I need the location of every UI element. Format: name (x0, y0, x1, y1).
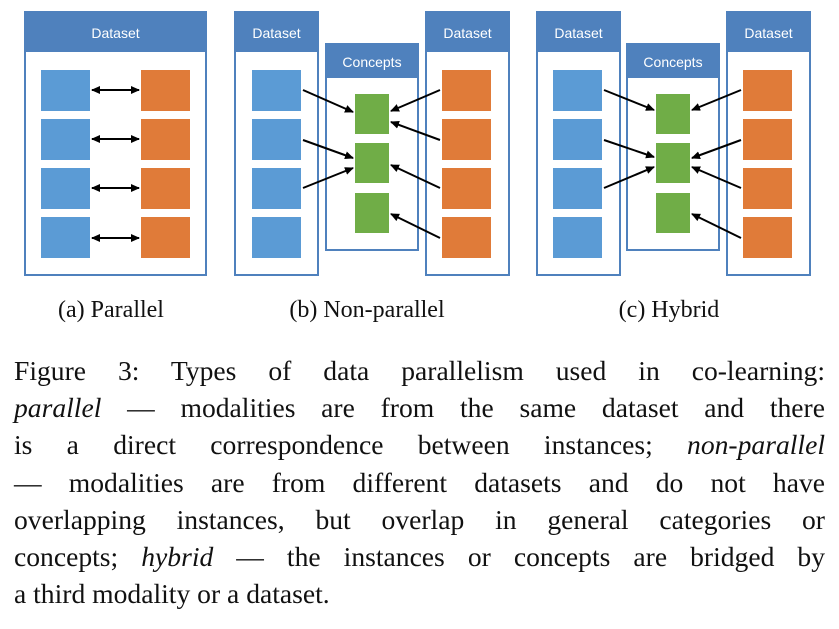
arrow (691, 213, 742, 239)
orange-instance (442, 119, 491, 160)
blue-instance (41, 217, 90, 258)
right-dataset-header (727, 12, 810, 52)
orange-instance (141, 168, 190, 209)
concepts-header (627, 44, 719, 78)
blue-instance (553, 217, 602, 258)
right-dataset-label: Dataset (443, 25, 491, 41)
left-dataset-label: Dataset (252, 25, 300, 41)
blue-instance (252, 217, 301, 258)
blue-instance (41, 70, 90, 111)
arrow (390, 164, 441, 189)
orange-instance (442, 217, 491, 258)
blue-instance (553, 119, 602, 160)
blue-instance (553, 70, 602, 111)
caption-line: parallel — modalities are from the same … (14, 389, 825, 426)
caption-emphasis: non-parallel (687, 429, 825, 461)
orange-instance (141, 70, 190, 111)
orange-instance (141, 217, 190, 258)
concepts-header (326, 44, 418, 78)
right-dataset-label: Dataset (744, 25, 792, 41)
concept-node (355, 193, 389, 233)
concepts-label: Concepts (342, 54, 401, 70)
left-dataset-label: Dataset (554, 25, 602, 41)
orange-instance (743, 70, 792, 111)
caption-line: is a direct correspondence between insta… (14, 426, 825, 463)
arrow (302, 89, 354, 113)
concept-node (355, 94, 389, 134)
arrow (691, 139, 742, 159)
caption-line: Figure 3: Types of data parallelism used… (14, 355, 825, 386)
orange-instance (442, 168, 491, 209)
caption-text: — the instances or concepts are bridged … (213, 541, 825, 573)
caption-line: overlapping instances, but overlap in ge… (14, 503, 825, 535)
panel-caption: (b) Non-parallel (289, 297, 445, 323)
concept-node (656, 193, 690, 233)
arrow (691, 166, 742, 189)
blue-instance (553, 168, 602, 209)
caption-text: is a direct correspondence between insta… (14, 429, 688, 461)
panel-nonparallel: Dataset Concepts Dataset (b) Non-paralle… (234, 11, 510, 323)
arrow (603, 139, 655, 159)
orange-instance (442, 70, 491, 111)
panel-caption: (c) Hybrid (619, 297, 720, 323)
blue-instance (252, 168, 301, 209)
left-dataset-header (235, 12, 318, 52)
panel-caption: (a) Parallel (58, 297, 164, 323)
blue-instance (252, 70, 301, 111)
caption-emphasis: parallel (14, 392, 102, 424)
dataset-header (25, 12, 206, 52)
arrow (603, 89, 655, 111)
caption-text: — modalities are from the same dataset a… (101, 392, 825, 424)
panel-parallel: Dataset (a) Parallel (24, 11, 207, 323)
concept-node (656, 143, 690, 183)
blue-instance (252, 119, 301, 160)
caption-emphasis: hybrid (141, 541, 214, 573)
co-learning-diagram: Dataset (a) Parallel Dataset Concepts (24, 11, 811, 323)
blue-instance (41, 168, 90, 209)
concept-node (355, 143, 389, 183)
arrow (390, 213, 441, 239)
dataset-label: Dataset (91, 25, 139, 41)
left-dataset-header (537, 12, 620, 52)
orange-instance (743, 119, 792, 160)
caption-line: concepts; hybrid — the instances or conc… (14, 538, 825, 575)
arrow (390, 121, 441, 141)
caption-text: concepts; (14, 541, 142, 573)
orange-instance (743, 168, 792, 209)
arrow (302, 167, 354, 189)
arrow (603, 166, 655, 189)
concept-node (656, 94, 690, 134)
panel-hybrid: Dataset Concepts Dataset (c) Hybrid (536, 11, 811, 323)
arrow (691, 89, 742, 111)
arrow (302, 139, 354, 160)
figure-caption: Figure 3: Types of data parallelism used… (14, 352, 825, 612)
concepts-label: Concepts (643, 54, 702, 70)
right-dataset-header (426, 12, 509, 52)
caption-line: — modalities are from different datasets… (14, 466, 825, 498)
orange-instance (141, 119, 190, 160)
orange-instance (743, 217, 792, 258)
blue-instance (41, 119, 90, 160)
caption-line: a third modality or a dataset. (14, 578, 330, 610)
arrow (390, 89, 441, 112)
